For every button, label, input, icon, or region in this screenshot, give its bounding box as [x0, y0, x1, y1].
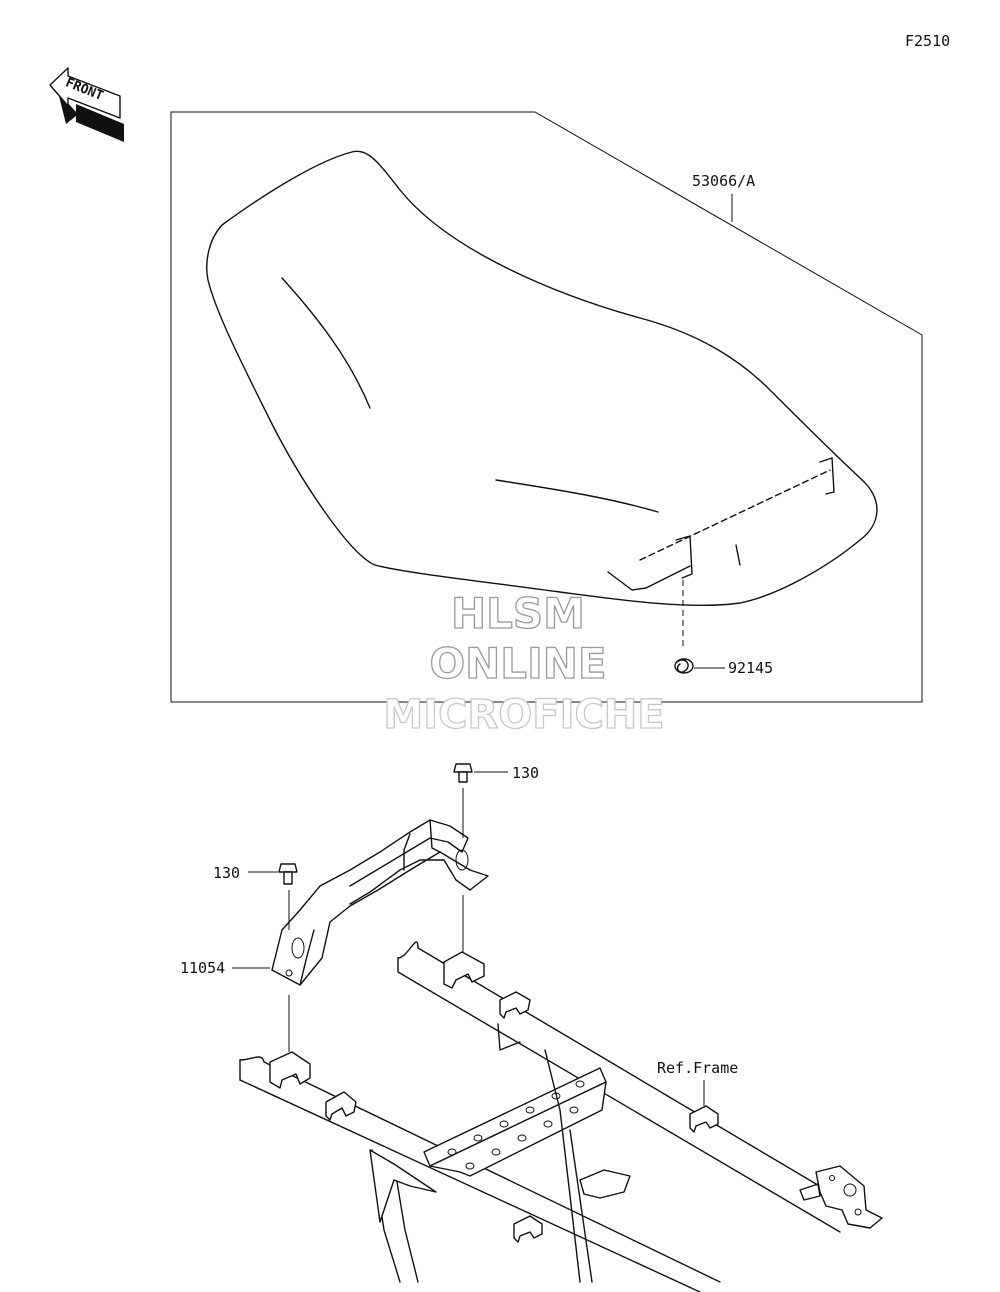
watermark-line-2: ONLINE	[429, 639, 606, 688]
watermark-line-3: MICROFICHE	[383, 692, 664, 738]
figure-code: F2510	[905, 32, 950, 50]
bracket-11054-drawing	[271, 819, 489, 986]
seat-drawing	[206, 150, 878, 650]
label-92145: 92145	[728, 659, 773, 677]
label-11054: 11054	[180, 959, 225, 977]
watermark: HLSM ONLINE MICROFICHE	[383, 588, 666, 738]
clip-92145-icon	[674, 658, 694, 674]
label-ref-frame: Ref.Frame	[657, 1059, 738, 1077]
seat-assembly-frame	[170, 111, 923, 703]
label-53066a: 53066/A	[692, 172, 755, 190]
front-arrow-icon: FRONT	[49, 67, 124, 142]
label-130-left: 130	[213, 864, 240, 882]
bolt-130-left-icon	[278, 863, 298, 885]
bolt-130-top-icon	[453, 763, 473, 783]
frame-drawing	[239, 941, 883, 1292]
label-130-top: 130	[512, 764, 539, 782]
watermark-line-1: HLSM	[451, 589, 585, 638]
